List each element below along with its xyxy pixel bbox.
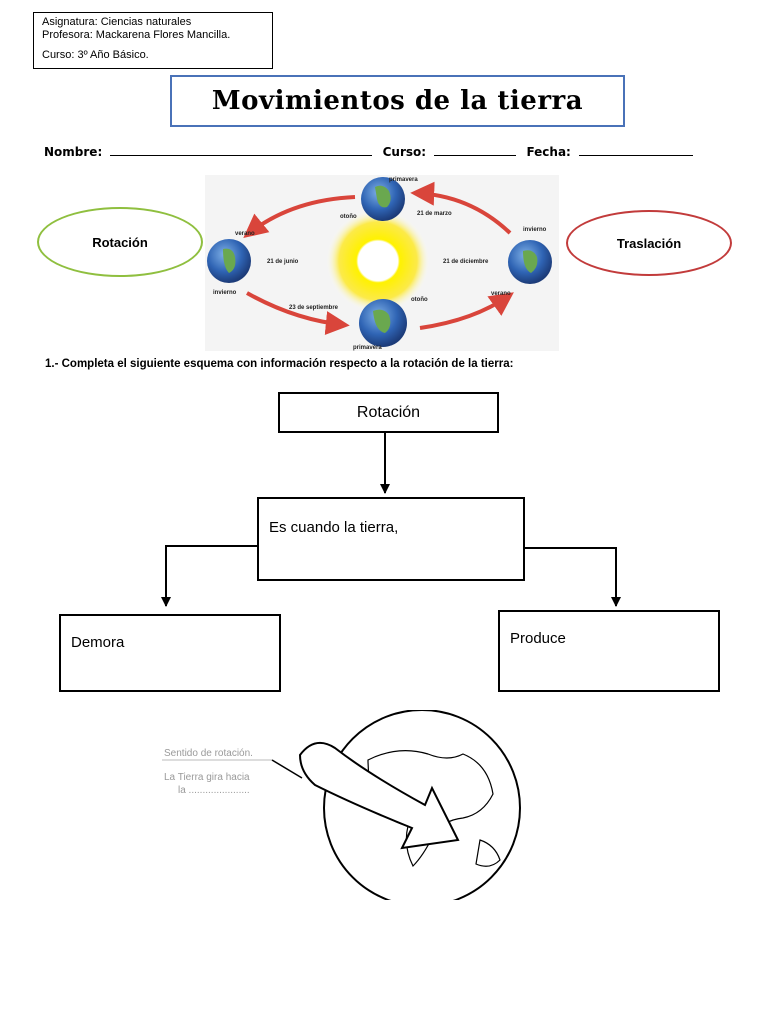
label-verano-left: verano <box>235 231 255 237</box>
info-box: Asignatura: Ciencias naturales Profesora… <box>33 12 273 69</box>
rotation-oval-label: Rotación <box>92 234 148 250</box>
question-text: 1.- Completa el siguiente esquema con in… <box>45 358 514 370</box>
label-junio: 21 de junio <box>267 259 299 265</box>
label-verano-right: verano <box>491 291 511 297</box>
label-diciembre: 21 de diciembre <box>443 259 489 265</box>
translation-oval: Traslación <box>566 210 732 276</box>
date-label: Fecha: <box>526 145 571 159</box>
orbit-arrow <box>410 181 512 235</box>
scheme-right-label: Produce <box>510 630 566 647</box>
sun-icon <box>326 209 430 313</box>
scheme-middle-box[interactable]: Es cuando la tierra, <box>257 497 525 581</box>
scheme-root-label: Rotación <box>356 403 421 421</box>
label-septiembre: 23 de septiembre <box>289 305 339 311</box>
page-title-text: Movimientos de la tierra <box>211 86 584 116</box>
scheme-right-box[interactable]: Produce <box>498 610 720 692</box>
label-invierno-right: invierno <box>523 227 547 233</box>
orbit-arrow <box>243 195 356 239</box>
orbit-illustration: primavera otoño 21 de marzo verano 21 de… <box>205 175 559 351</box>
caption-line3: la ...................... <box>178 785 250 796</box>
course-label: Curso: <box>382 145 427 159</box>
name-label: Nombre: <box>44 145 103 159</box>
scheme-left-box[interactable]: Demora <box>59 614 281 692</box>
caption-line1: Sentido de rotación. <box>164 748 253 759</box>
label-primavera-bottom: primavera <box>353 345 382 351</box>
translation-oval-label: Traslación <box>616 235 682 251</box>
label-primavera-top: primavera <box>389 177 418 183</box>
label-otono-top: otoño <box>340 214 357 220</box>
page-title: Movimientos de la tierra <box>170 75 625 127</box>
scheme-left-label: Demora <box>71 634 125 651</box>
globe-illustration: Sentido de rotación. La Tierra gira haci… <box>162 710 521 900</box>
date-field[interactable] <box>579 144 694 156</box>
subject-text: Asignatura: Ciencias naturales <box>42 16 192 28</box>
scheme-root-box: Rotación <box>278 392 499 433</box>
earth-icon <box>508 240 552 284</box>
label-marzo: 21 de marzo <box>417 211 452 217</box>
course-field[interactable] <box>434 144 517 156</box>
label-otono-bottom: otoño <box>411 297 428 303</box>
rotation-arrow-icon <box>298 741 460 850</box>
earth-icon <box>359 299 407 347</box>
earth-icon <box>207 239 251 283</box>
scheme-middle-label: Es cuando la tierra, <box>269 519 399 536</box>
teacher-text: Profesora: Mackarena Flores Mancilla. <box>42 29 231 41</box>
course-text: Curso: 3º Año Básico. <box>42 49 149 61</box>
orbit-arrow <box>246 291 350 336</box>
label-invierno-left: invierno <box>213 290 237 296</box>
orbit-arrow <box>419 292 514 330</box>
name-field[interactable] <box>110 144 373 156</box>
caption-line2: La Tierra gira hacia <box>164 772 250 783</box>
student-fields: Nombre: Curso: Fecha: <box>44 144 699 159</box>
rotation-oval: Rotación <box>37 207 203 277</box>
earth-icon <box>361 177 405 221</box>
